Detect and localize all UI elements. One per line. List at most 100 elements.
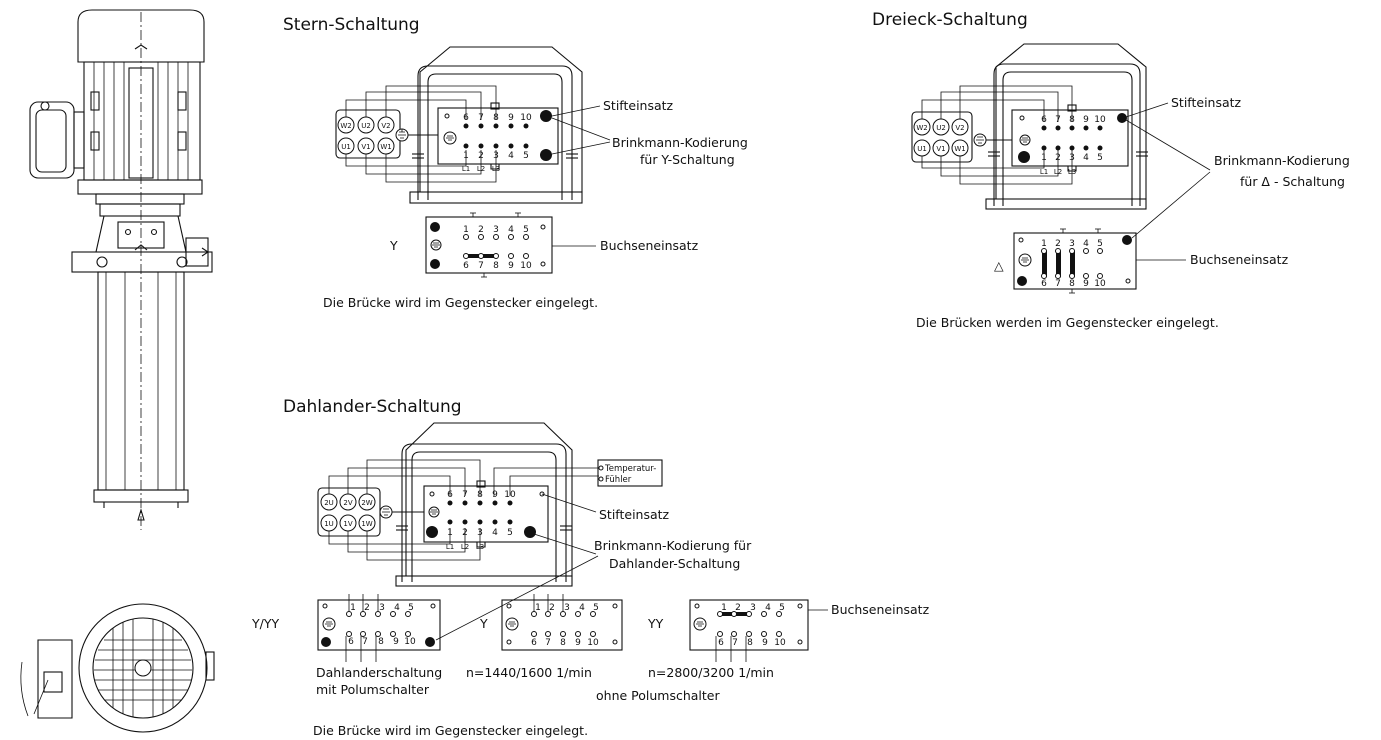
svg-text:W1: W1 [380, 143, 391, 151]
svg-text:L3: L3 [1068, 168, 1076, 176]
delta-coding-pin-bottom [1018, 151, 1030, 163]
svg-text:8: 8 [493, 261, 499, 271]
svg-text:7: 7 [545, 638, 551, 648]
svg-text:10: 10 [404, 637, 416, 647]
svg-text:2: 2 [478, 225, 484, 235]
svg-text:9: 9 [575, 638, 581, 648]
svg-text:9: 9 [1083, 279, 1089, 289]
svg-text:1: 1 [463, 151, 469, 161]
dahlander-coding-label-1: Brinkmann-Kodierung für [594, 538, 752, 553]
star-connection-section: Stern-Schaltung W2 U2 V2 U1 V1 W1 [283, 15, 748, 310]
svg-text:3: 3 [493, 225, 499, 235]
svg-text:9: 9 [393, 637, 399, 647]
svg-text:6: 6 [463, 113, 469, 123]
star-title: Stern-Schaltung [283, 15, 420, 35]
svg-text:7: 7 [1055, 115, 1061, 125]
svg-text:W2: W2 [916, 124, 927, 132]
svg-text:10: 10 [1094, 279, 1106, 289]
dahlander-socket-insert-label: Buchseneinsatz [831, 602, 930, 617]
star-coding-pin-bottom [540, 149, 552, 161]
svg-text:U1: U1 [341, 143, 351, 151]
svg-text:W2: W2 [340, 122, 351, 130]
svg-text:10: 10 [520, 113, 532, 123]
svg-text:L2: L2 [461, 543, 469, 551]
svg-text:L2: L2 [477, 165, 485, 173]
svg-text:U2: U2 [936, 124, 946, 132]
dahlander-caption-b: n=1440/1600 1/min [466, 665, 592, 680]
svg-text:1: 1 [1041, 153, 1047, 163]
dahlander-symbol-c: YY [647, 616, 664, 631]
dahlander-coding-pin-right [524, 526, 536, 538]
pump-motor-end-view [20, 603, 215, 733]
dahlander-terminals: 2U 2V 2W 1U 1V 1W [320, 493, 376, 532]
svg-text:2: 2 [735, 603, 741, 613]
svg-text:2U: 2U [324, 499, 334, 507]
svg-text:4: 4 [765, 603, 771, 613]
dahlander-coding-label-2: Dahlander-Schaltung [609, 556, 740, 571]
svg-text:1: 1 [721, 603, 727, 613]
svg-text:U1: U1 [917, 145, 927, 153]
svg-text:1: 1 [447, 528, 453, 538]
svg-text:1W: 1W [361, 520, 372, 528]
svg-text:3: 3 [379, 603, 385, 613]
svg-text:2: 2 [1055, 239, 1061, 249]
svg-text:5: 5 [1097, 239, 1103, 249]
delta-pin-insert-label: Stifteinsatz [1171, 95, 1242, 110]
svg-text:10: 10 [774, 638, 786, 648]
svg-text:6: 6 [463, 261, 469, 271]
svg-text:2: 2 [462, 528, 468, 538]
star-coding-label-2: für Y-Schaltung [640, 152, 735, 167]
svg-text:9: 9 [762, 638, 768, 648]
temperature-sensor-label: Temperatur- [604, 464, 656, 474]
svg-text:V2: V2 [381, 122, 390, 130]
svg-text:5: 5 [408, 603, 414, 613]
svg-text:6: 6 [1041, 115, 1047, 125]
svg-text:1: 1 [463, 225, 469, 235]
svg-text:U2: U2 [361, 122, 371, 130]
svg-text:8: 8 [560, 638, 566, 648]
svg-text:8: 8 [378, 637, 384, 647]
svg-text:3: 3 [477, 528, 483, 538]
star-symbol: Y [389, 238, 398, 253]
dahlander-note: Die Brücke wird im Gegenstecker eingeleg… [313, 723, 588, 738]
svg-text:2: 2 [478, 151, 484, 161]
svg-text:5: 5 [523, 225, 529, 235]
delta-coding-pin-top [1117, 113, 1127, 123]
svg-text:5: 5 [779, 603, 785, 613]
svg-text:L3: L3 [492, 165, 500, 173]
svg-text:L1: L1 [462, 165, 470, 173]
svg-text:L2: L2 [1054, 168, 1062, 176]
dahlander-symbol-b: Y [479, 616, 488, 631]
svg-text:6: 6 [1041, 279, 1047, 289]
delta-title: Dreieck-Schaltung [872, 10, 1028, 30]
svg-text:5: 5 [507, 528, 513, 538]
delta-coding-label-2: für Δ - Schaltung [1240, 174, 1345, 189]
svg-text:2: 2 [549, 603, 555, 613]
svg-text:3: 3 [750, 603, 756, 613]
svg-text:4: 4 [1083, 153, 1089, 163]
delta-socket-insert [1013, 232, 1137, 290]
svg-text:8: 8 [477, 490, 483, 500]
svg-text:4: 4 [579, 603, 585, 613]
delta-symbol: △ [994, 258, 1004, 273]
svg-text:7: 7 [362, 637, 368, 647]
svg-text:4: 4 [492, 528, 498, 538]
svg-text:Fühler: Fühler [605, 475, 632, 485]
svg-text:V1: V1 [361, 143, 370, 151]
svg-text:5: 5 [1097, 153, 1103, 163]
delta-socket-insert-label: Buchseneinsatz [1190, 252, 1289, 267]
delta-terminals: W2 U2 V2 U1 V1 W1 [913, 118, 969, 157]
svg-text:L3: L3 [476, 543, 484, 551]
svg-text:V2: V2 [955, 124, 964, 132]
svg-text:4: 4 [508, 151, 514, 161]
star-socket-insert-label: Buchseneinsatz [600, 238, 699, 253]
svg-text:4: 4 [394, 603, 400, 613]
dahlander-caption-a2: mit Polumschalter [316, 682, 430, 697]
svg-text:8: 8 [1069, 115, 1075, 125]
svg-text:7: 7 [478, 261, 484, 271]
svg-text:8: 8 [747, 638, 753, 648]
dahlander-pin-insert-label: Stifteinsatz [599, 507, 670, 522]
svg-text:V1: V1 [936, 145, 945, 153]
svg-text:5: 5 [523, 151, 529, 161]
